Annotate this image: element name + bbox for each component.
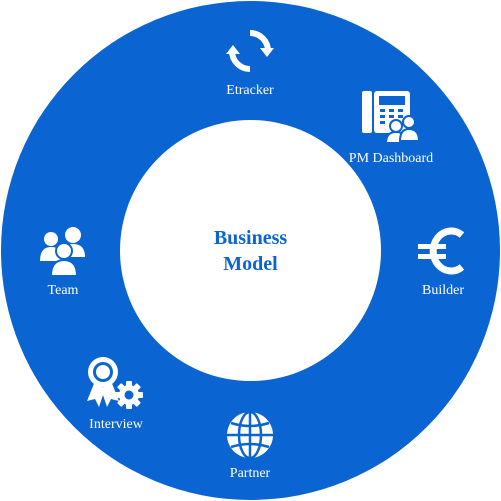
euro-icon [418,227,465,275]
center-title-line1: Business [213,227,288,249]
segment-etracker: Etracker [200,26,300,99]
segment-pm-dashboard: PM Dashboard [336,88,446,167]
office-phone-team-icon [362,91,421,144]
segment-partner: Partner [200,410,300,482]
center-title: Business Model [150,225,351,277]
segment-label-pm-dashboard: PM Dashboard [348,151,434,166]
segment-label-builder: Builder [422,283,464,298]
segment-builder: Builder [403,225,483,299]
segment-interview: Interview [76,355,156,433]
segment-label-partner: Partner [229,466,271,481]
segment-label-team: Team [47,283,79,298]
team-icon [40,227,85,277]
globe-icon [227,410,273,460]
segment-team: Team [33,225,93,299]
center-title-line2: Model [223,253,278,275]
segment-label-interview: Interview [89,417,143,432]
award-gear-icon [87,357,143,409]
segment-label-etracker: Etracker [226,83,274,98]
center-circle [120,120,381,381]
refresh-cycle-icon [226,30,274,72]
